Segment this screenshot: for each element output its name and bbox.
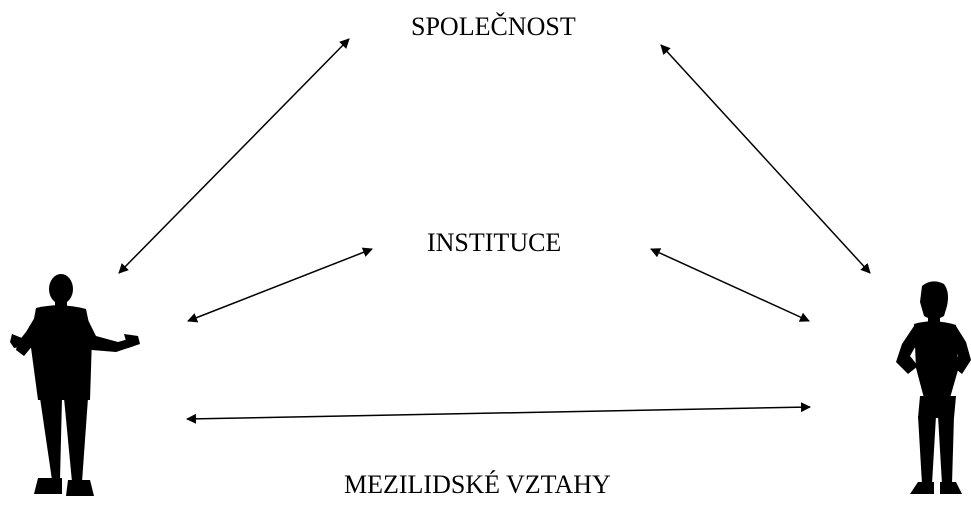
arrow-man-to-institutions [187, 247, 373, 323]
arrow-society-to-woman [660, 44, 871, 274]
label-interpersonal-relations: MEZILIDSKÉ VZTAHY [344, 470, 611, 499]
arrow-institutions-to-woman [650, 248, 810, 322]
arrow-man-to-society [118, 38, 350, 274]
label-society: SPOLEČNOST [411, 12, 576, 41]
arrow-man-to-woman [186, 402, 811, 424]
man-silhouette-icon [10, 274, 140, 496]
woman-silhouette-icon [896, 281, 971, 494]
label-institutions: INSTITUCE [427, 228, 562, 257]
